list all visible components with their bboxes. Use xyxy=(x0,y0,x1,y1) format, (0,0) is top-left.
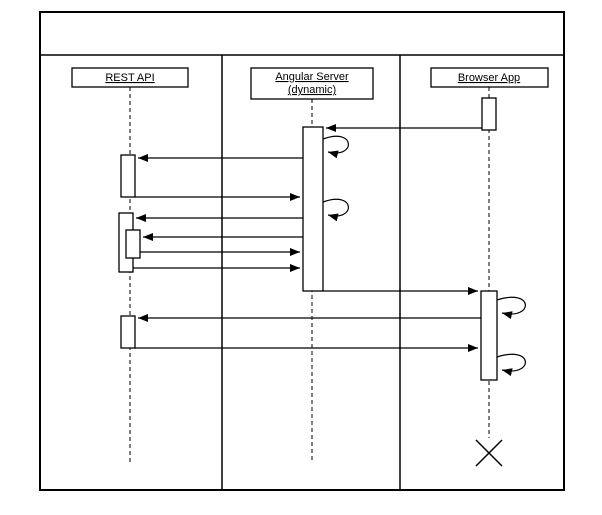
activation-rest-1 xyxy=(120,154,136,198)
rest-api-header-box xyxy=(71,67,189,88)
angular-server-header-box xyxy=(250,67,374,100)
angular-server-sublabel: (dynamic) xyxy=(288,84,336,96)
destroy-icon xyxy=(475,439,503,467)
rest-api-label: REST API xyxy=(105,72,154,84)
activation-rest-2-nested xyxy=(125,229,141,259)
self-message-browser-1 xyxy=(496,296,526,320)
activation-browser-top xyxy=(481,97,497,131)
angular-server-label: Angular Server xyxy=(275,71,349,83)
activation-angular-main xyxy=(302,126,324,292)
self-message-browser-2 xyxy=(496,353,526,377)
self-message-angular-1 xyxy=(322,135,349,159)
browser-app-header-box xyxy=(430,67,549,88)
self-message-angular-2 xyxy=(322,198,349,222)
activation-rest-3 xyxy=(120,315,136,349)
browser-app-label: Browser App xyxy=(458,72,520,84)
activation-browser-main xyxy=(480,290,498,381)
